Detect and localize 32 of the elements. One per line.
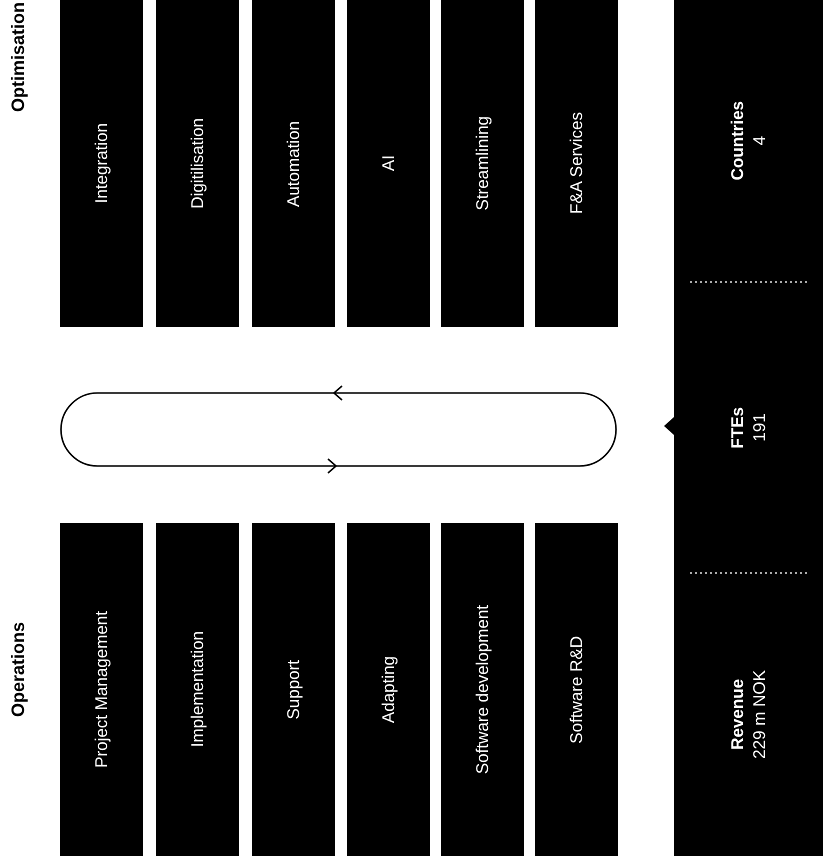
stat-value: 191 bbox=[748, 412, 770, 444]
service-bar bbox=[252, 523, 335, 856]
service-label: F&A Services bbox=[566, 112, 586, 215]
service-bar bbox=[60, 0, 143, 327]
service-bar bbox=[441, 523, 524, 856]
service-bar bbox=[347, 0, 430, 327]
stat-title: Revenue bbox=[726, 678, 748, 752]
service-label: AI bbox=[378, 155, 398, 172]
service-label: Project Management bbox=[92, 611, 112, 768]
service-bar bbox=[441, 0, 524, 327]
service-bar bbox=[535, 523, 618, 856]
service-label: Implementation bbox=[188, 631, 208, 748]
service-label: Software development bbox=[472, 604, 492, 774]
section-heading: Operations bbox=[8, 622, 29, 718]
service-label: Digitilisation bbox=[188, 118, 208, 209]
stat-title: Countries bbox=[726, 101, 748, 181]
service-label: Support bbox=[284, 660, 304, 720]
service-bar bbox=[535, 0, 618, 327]
stat-value: 229 m NOK bbox=[748, 670, 770, 759]
service-bar bbox=[60, 523, 143, 856]
service-label: Streamlining bbox=[472, 116, 492, 211]
section-heading: Optimisation bbox=[8, 2, 29, 112]
service-label: Adapting bbox=[378, 656, 398, 724]
service-bar bbox=[156, 523, 239, 856]
stat-value: 4 bbox=[748, 135, 770, 148]
service-bar bbox=[347, 523, 430, 856]
service-bar bbox=[156, 0, 239, 327]
stat-title: FTEs bbox=[726, 406, 748, 448]
service-bar bbox=[252, 0, 335, 327]
service-label: Integration bbox=[92, 123, 112, 204]
service-label: Software R&D bbox=[566, 636, 586, 744]
service-label: Automation bbox=[284, 120, 304, 206]
